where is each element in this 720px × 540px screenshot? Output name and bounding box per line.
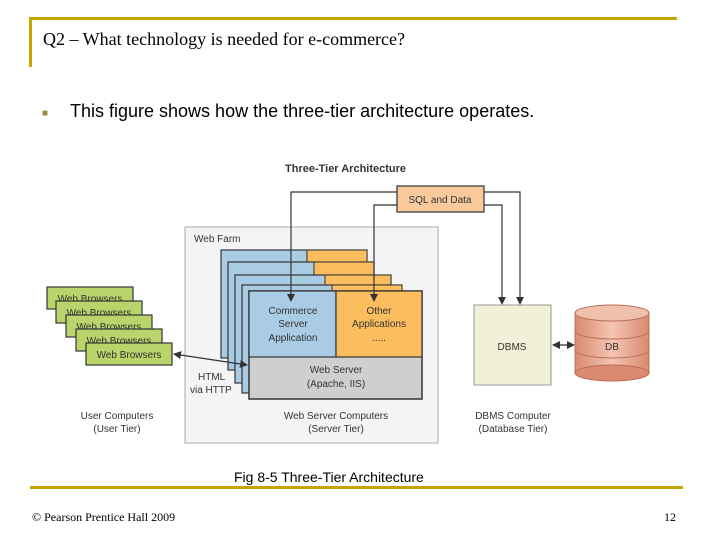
- title-frame: [29, 17, 677, 67]
- slide-title: Q2 – What technology is needed for e-com…: [43, 29, 406, 49]
- page-number: 12: [664, 510, 676, 524]
- server-tier-label-2: (Server Tier): [308, 424, 364, 435]
- browser-label: Web Browsers: [58, 294, 123, 305]
- web-server-line-1: Web Server: [310, 365, 363, 376]
- dbms-computer: [473, 304, 552, 386]
- bullet-icon: ■: [42, 108, 49, 119]
- browser-stack: Web Browsers Web Browsers Web Browsers W…: [46, 286, 173, 366]
- other-apps-line-3: .....: [372, 333, 386, 344]
- browser-label: Web Browsers: [87, 336, 152, 347]
- browser-label: Web Browsers: [67, 308, 132, 319]
- user-tier-label-1: User Computers: [81, 411, 154, 422]
- other-apps-line-1: Other: [366, 306, 392, 317]
- web-server-line-2: (Apache, IIS): [307, 379, 365, 390]
- sql-data-box: [396, 185, 485, 213]
- commerce-app-line-2: Server: [278, 319, 308, 330]
- user-tier-label-2: (User Tier): [93, 424, 140, 435]
- db-label: DB: [605, 342, 619, 353]
- commerce-app-box: [248, 290, 337, 358]
- db-tier-label-2: (Database Tier): [479, 424, 548, 435]
- db-tier-label-1: DBMS Computer: [475, 411, 551, 422]
- sql-data-label: SQL and Data: [408, 195, 471, 206]
- commerce-app-line-1: Commerce: [269, 306, 318, 317]
- figure-caption: Fig 8-5 Three-Tier Architecture: [234, 469, 424, 485]
- server-tier-label-1: Web Server Computers: [284, 411, 388, 422]
- web-farm-label: Web Farm: [194, 234, 241, 245]
- sql-connectors: [287, 191, 524, 305]
- diagram-title: Three-Tier Architecture: [285, 163, 406, 175]
- database-cylinder: [574, 304, 650, 382]
- html-label-line-1: HTML: [198, 372, 226, 383]
- copyright-text: © Pearson Prentice Hall 2009: [32, 510, 176, 524]
- html-label-line-2: via HTTP: [190, 385, 232, 396]
- browser-label: Web Browsers: [77, 322, 142, 333]
- bullet-text: This figure shows how the three-tier arc…: [70, 101, 535, 121]
- dbms-label: DBMS: [498, 342, 527, 353]
- browser-label: Web Browsers: [97, 350, 162, 361]
- http-arrow: [173, 351, 248, 368]
- footer-rule: [30, 486, 683, 489]
- other-apps-line-2: Applications: [352, 319, 406, 330]
- other-apps-box: [335, 290, 423, 358]
- commerce-app-line-3: Application: [269, 333, 318, 344]
